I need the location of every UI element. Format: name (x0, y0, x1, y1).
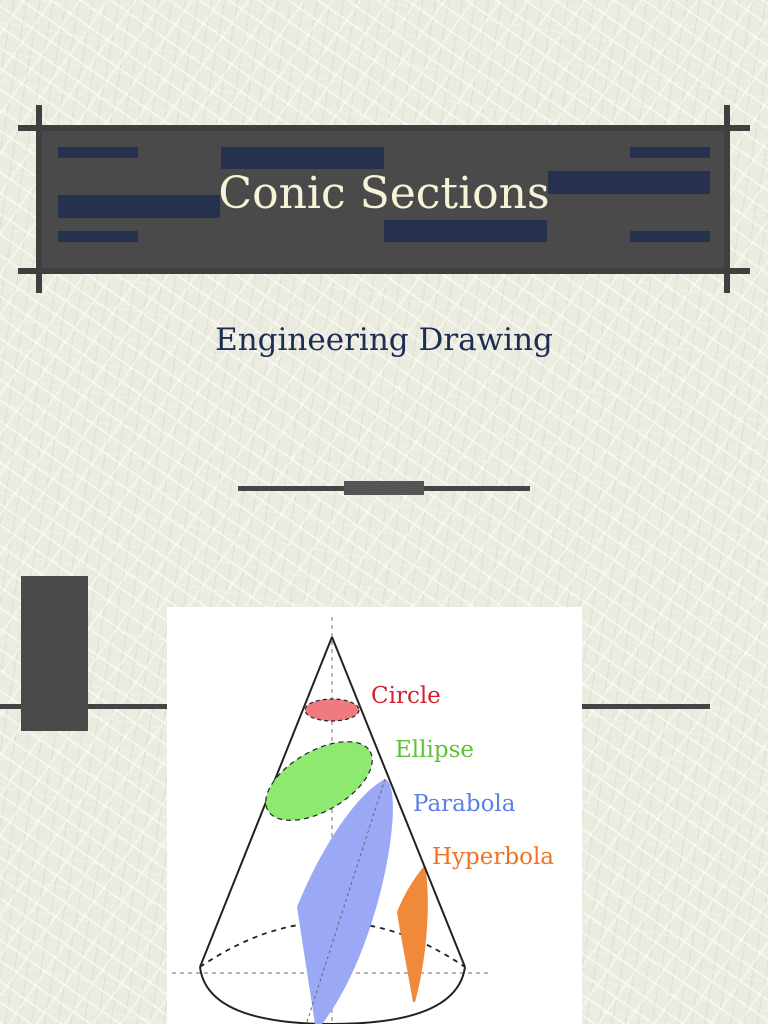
parabola-label: Parabola (413, 791, 516, 817)
cone-right-side (331, 636, 466, 968)
banner-dash (58, 147, 138, 158)
hyperbola-shape (397, 865, 428, 1002)
banner-dash (630, 147, 710, 158)
banner-dash (221, 147, 384, 169)
banner-frame-left (36, 105, 42, 293)
parabola-edge (306, 778, 386, 1023)
conic-sections-figure: Circle Ellipse Parabola Hyperbola (167, 607, 582, 1024)
lower-rule-right (580, 704, 710, 709)
banner-frame-right (724, 105, 730, 293)
hyperbola-label: Hyperbola (432, 844, 554, 870)
side-block (21, 576, 88, 731)
circle-shape (304, 698, 360, 722)
divider-block (344, 481, 424, 495)
banner-dash (58, 231, 138, 242)
ellipse-label: Ellipse (395, 737, 474, 763)
cone-base-front (199, 966, 466, 1024)
banner-dash (58, 195, 220, 218)
banner-dash (384, 220, 547, 242)
banner-dash (548, 171, 710, 194)
cone-diagram: Circle Ellipse Parabola Hyperbola (172, 617, 554, 1024)
circle-label: Circle (371, 683, 441, 709)
slide-subtitle: Engineering Drawing (215, 322, 553, 358)
parabola-shape (297, 779, 393, 1024)
slide-title: Conic Sections (218, 168, 550, 219)
banner-frame-top (18, 125, 750, 131)
ellipse-shape (265, 741, 373, 821)
banner-dash (630, 231, 710, 242)
banner-frame-bottom (18, 268, 750, 274)
